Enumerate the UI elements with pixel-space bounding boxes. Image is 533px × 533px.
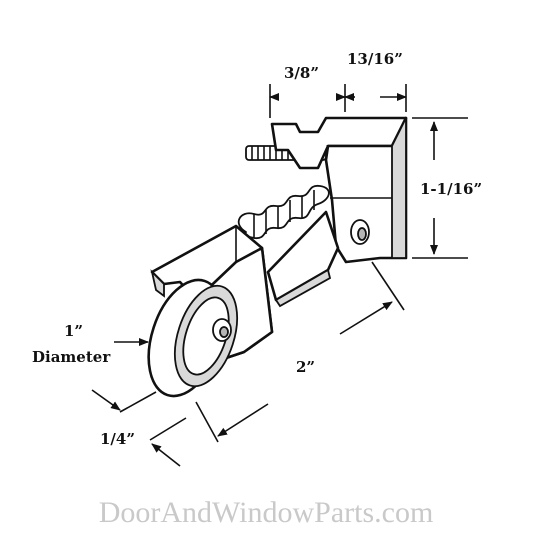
- dimension-lines: [91, 84, 468, 467]
- label-diameter-word: Diameter: [32, 348, 111, 366]
- label-height: 1-1/16”: [420, 180, 482, 198]
- label-width: 1/4”: [100, 430, 135, 448]
- connecting-arm: [266, 210, 340, 308]
- roller-part-drawing: [147, 116, 408, 398]
- roller-wheel: [147, 278, 239, 398]
- coil-spring: [237, 185, 330, 239]
- housing-block: [324, 116, 408, 264]
- dimension-labels: 3/8” 13/16” 1-1/16” 2” 1” Diameter 1/4”: [32, 50, 482, 448]
- watermark: DoorAndWindowParts.com: [99, 496, 434, 529]
- label-top-left: 3/8”: [284, 64, 319, 82]
- label-diameter-value: 1”: [64, 322, 83, 340]
- label-top-right: 13/16”: [347, 50, 403, 68]
- label-length: 2”: [296, 358, 315, 376]
